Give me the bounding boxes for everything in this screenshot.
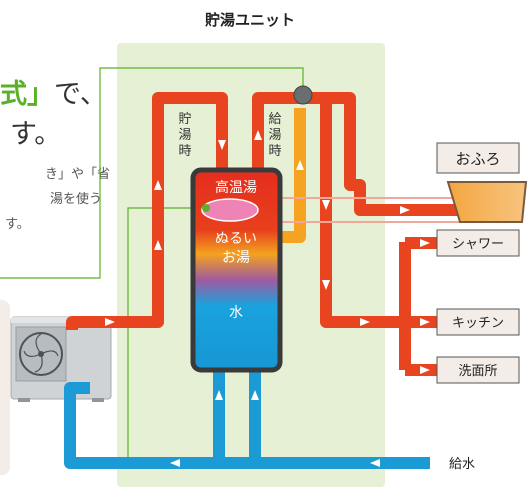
- kitchen-label: キッチン: [452, 316, 504, 331]
- svg-text:貯: 貯: [178, 112, 191, 127]
- callout-line-top: [0, 67, 304, 279]
- supply-flow-label: 給 湯 時: [268, 112, 281, 159]
- svg-text:時: 時: [268, 144, 281, 159]
- bath-label: おふろ: [455, 150, 500, 168]
- bathtub-icon: [446, 181, 528, 223]
- headline-line1: で、: [54, 79, 107, 110]
- heat-exchanger-coil: [201, 198, 259, 222]
- hot-water-storage-pipe: [66, 92, 228, 330]
- headline-line2: す。: [10, 119, 61, 150]
- hot-water-supply-pipe: [252, 92, 460, 216]
- svg-text:湯: 湯: [178, 128, 191, 143]
- shower-label-box: [436, 229, 520, 257]
- tank-cold-label: 水: [229, 305, 243, 321]
- shower-label: シャワー: [452, 237, 504, 252]
- tank-warm-label-1: ぬるい: [215, 231, 257, 247]
- callout-line-bottom: [127, 207, 205, 465]
- headline-accent: 式」: [0, 79, 54, 110]
- mixing-valve-icon: [293, 85, 313, 105]
- washroom-label: 洗面所: [458, 364, 497, 379]
- bath-label-box: [436, 142, 520, 174]
- storage-flow-label: 貯 湯 時: [178, 112, 191, 159]
- svg-text:給: 給: [268, 112, 281, 127]
- tank-warm-label-2: お湯: [222, 249, 250, 266]
- hot-water-fixture-pipe: [320, 98, 420, 328]
- body-line1: き」や「省: [45, 167, 110, 182]
- washroom-label-box: [436, 356, 520, 384]
- svg-text:時: 時: [178, 144, 191, 159]
- flow-arrows: [105, 130, 430, 467]
- storage-unit-title: 貯湯ユニット: [205, 11, 295, 29]
- water-inlet-label: 給水: [449, 457, 475, 472]
- warm-water-pipe: [277, 108, 306, 243]
- kitchen-label-box: [436, 308, 520, 336]
- svg-text:湯: 湯: [268, 128, 281, 143]
- body-line2: 湯を使う: [50, 191, 102, 207]
- heat-pump-unit: [10, 316, 112, 402]
- tank-hot-label: 高温湯: [215, 179, 257, 196]
- fan-icon: [19, 332, 63, 376]
- body-line3: す。: [5, 217, 30, 232]
- svg-text:式」で、: 式」で、: [0, 79, 107, 110]
- side-label-box: [0, 300, 10, 475]
